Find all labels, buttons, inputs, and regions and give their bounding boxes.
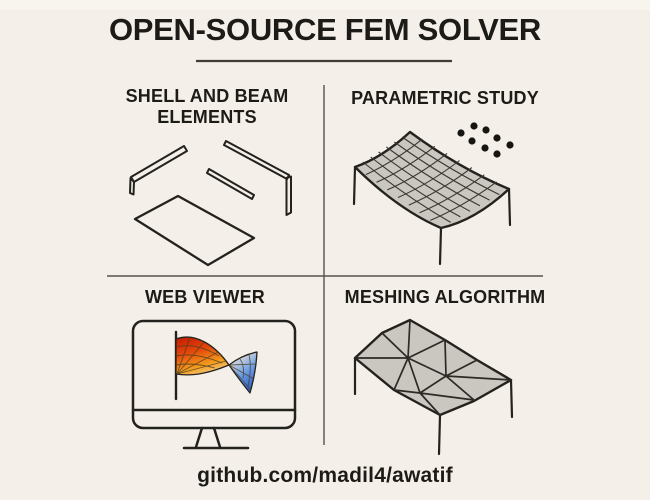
contour-mesh-lines [175, 336, 257, 391]
parameter-dot [506, 141, 514, 149]
parameter-dot [468, 137, 476, 145]
quad-mesh-canopy-icon [352, 122, 514, 266]
parameter-dot [470, 122, 478, 130]
page-title: OPEN-SOURCE FEM SOLVER [108, 12, 542, 47]
parameter-dot [493, 150, 501, 158]
quadrant-label-line: ELEMENTS [157, 107, 257, 127]
canopy-grid-lines [362, 136, 500, 223]
parameter-dots-icon [457, 122, 514, 158]
canopy-legs [352, 165, 512, 266]
parameter-dot [493, 134, 501, 142]
github-url-text: github.com/madil4/awatif [197, 464, 453, 487]
canopy-surface [353, 318, 513, 417]
parameter-dot [481, 144, 489, 152]
canopy-legs [353, 356, 514, 456]
hot-contour-wing [175, 336, 230, 376]
triangulation-lines [354, 319, 512, 416]
monitor-frame [131, 319, 297, 450]
l-beam-bar [223, 140, 290, 180]
beam-and-shell-sketch-icon [129, 140, 292, 267]
angle-beam-bar [130, 145, 188, 183]
parameter-dot [482, 126, 490, 134]
quadrant-label-parametric-study: PARAMETRIC STUDY [351, 88, 539, 108]
quadrant-label-line: SHELL AND BEAM [125, 86, 289, 106]
shell-element-quad [133, 194, 256, 267]
quadrant-label-meshing-algorithm: MESHING ALGORITHM [344, 287, 546, 307]
fem-contour-plot-icon [174, 330, 258, 401]
triangle-mesh-canopy-icon [353, 318, 514, 456]
quadrant-label-web-viewer: WEB VIEWER [144, 287, 265, 307]
parameter-dot [457, 129, 465, 137]
angle-beam-flange [129, 177, 135, 196]
quadrant-label-shell-and-beam: SHELL AND BEAM ELEMENTS [87, 86, 327, 128]
monitor-with-fem-plot-icon [131, 319, 297, 450]
flat-beam-bar [206, 168, 255, 200]
l-beam-web [285, 175, 292, 216]
